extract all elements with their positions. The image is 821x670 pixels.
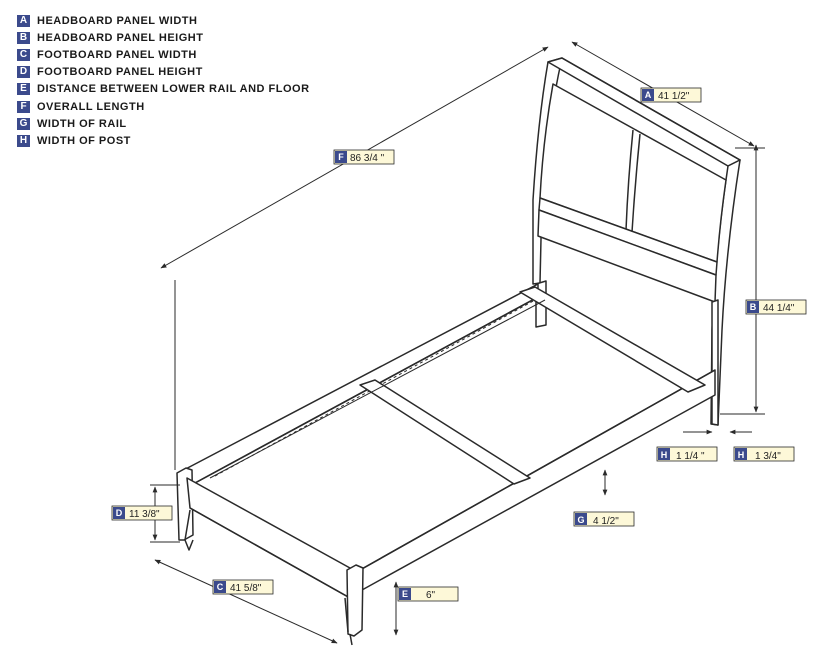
bed-drawing xyxy=(176,57,741,646)
legend-key: E xyxy=(17,83,30,96)
dimension-value: 41 1/2" xyxy=(658,91,690,102)
dimension-label-f: F 86 3/4 " xyxy=(333,149,395,165)
dimension-value: 6" xyxy=(426,590,436,601)
legend-label: HEADBOARD PANEL HEIGHT xyxy=(37,31,204,44)
footboard xyxy=(176,467,364,646)
legend-item-f: F OVERALL LENGTH xyxy=(17,98,310,115)
dimension-label-d: D 11 3/8" xyxy=(111,505,173,521)
dimension-key: G xyxy=(577,515,584,525)
legend-key: A xyxy=(17,14,30,27)
dimension-key: C xyxy=(217,582,224,592)
dimension-value: 41 5/8" xyxy=(230,583,262,594)
headboard xyxy=(532,57,741,426)
legend-label: OVERALL LENGTH xyxy=(37,100,145,113)
dimension-label-h-left: H 1 1/4 " xyxy=(656,446,718,462)
dimension-label-g: G 4 1/2" xyxy=(573,511,635,527)
dimension-value: 11 3/8" xyxy=(129,509,160,520)
dimension-value: 44 1/4" xyxy=(763,303,795,314)
legend-key: C xyxy=(17,48,30,61)
slats xyxy=(209,286,706,485)
dimension-value: 4 1/2" xyxy=(593,516,619,527)
dimension-label-c: C 41 5/8" xyxy=(212,579,274,595)
dimension-key: F xyxy=(338,152,344,162)
dimension-value: 1 3/4" xyxy=(755,451,781,462)
legend-key: D xyxy=(17,66,30,79)
legend-label: FOOTBOARD PANEL WIDTH xyxy=(37,48,197,61)
dimension-label-b: B 44 1/4" xyxy=(745,299,807,315)
legend-item-g: G WIDTH OF RAIL xyxy=(17,115,310,132)
legend-label: HEADBOARD PANEL WIDTH xyxy=(37,14,198,27)
legend-label: WIDTH OF POST xyxy=(37,134,131,147)
legend-item-h: H WIDTH OF POST xyxy=(17,132,310,149)
legend-label: WIDTH OF RAIL xyxy=(37,117,127,130)
legend-key: H xyxy=(17,134,30,147)
dimension-key: E xyxy=(402,589,408,599)
dimension-key: H xyxy=(738,450,745,460)
legend-item-c: C FOOTBOARD PANEL WIDTH xyxy=(17,46,310,63)
front-side-rail xyxy=(359,369,716,591)
legend-item-a: A HEADBOARD PANEL WIDTH xyxy=(17,12,310,29)
dimension-key: D xyxy=(116,508,123,518)
legend-item-b: B HEADBOARD PANEL HEIGHT xyxy=(17,29,310,46)
legend-key: G xyxy=(17,117,30,130)
dimension-key: A xyxy=(645,90,652,100)
dimension-key: B xyxy=(750,302,757,312)
dimension-label-a: A 41 1/2" xyxy=(640,87,702,103)
dimension-key: H xyxy=(661,450,668,460)
legend-key: B xyxy=(17,31,30,44)
dimension-label-h-right: H 1 3/4" xyxy=(733,446,795,462)
legend-key: F xyxy=(17,100,30,113)
dimension-value: 1 1/4 " xyxy=(676,451,705,462)
dimension-value: 86 3/4 " xyxy=(350,153,385,164)
dimension-label-e: E 6" xyxy=(397,586,459,602)
